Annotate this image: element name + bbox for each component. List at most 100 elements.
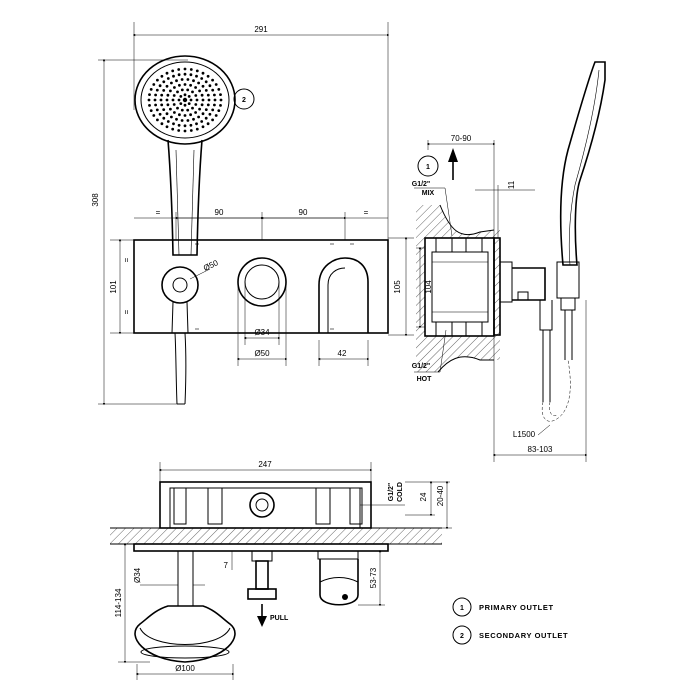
hand-shower xyxy=(134,55,236,405)
dim-handset-dia: Ø100 xyxy=(135,664,235,680)
dim-105: 105 xyxy=(393,280,402,294)
nozzle-dot xyxy=(183,129,187,133)
nozzle-dot xyxy=(204,80,208,84)
mixer-lever-top xyxy=(317,550,359,606)
nozzle-dot xyxy=(154,93,158,97)
nozzle-dot xyxy=(214,83,218,86)
nozzle-dot xyxy=(194,86,198,89)
nozzle-dot xyxy=(156,78,159,82)
svg-text:Ø34: Ø34 xyxy=(133,567,142,583)
nozzle-dot xyxy=(169,107,172,111)
dim-conn-depth: 24 20-40 xyxy=(405,480,452,530)
nozzle-dot xyxy=(183,72,187,76)
dim-34: Ø34 xyxy=(254,328,270,337)
dim-small-7: 7 xyxy=(224,551,233,570)
nozzle-dot xyxy=(189,83,193,87)
nozzle-dot xyxy=(148,104,151,107)
dim-overall-height: 308 xyxy=(91,58,188,406)
nozzle-dot xyxy=(162,116,166,120)
nozzle-dot xyxy=(217,109,221,112)
label-hot: G1/2" HOT xyxy=(412,329,447,383)
nozzle-dot xyxy=(189,73,193,77)
nozzle-dot xyxy=(194,103,198,106)
nozzle-dot xyxy=(180,78,184,81)
nozzle-dot xyxy=(162,89,166,92)
nozzle-dot xyxy=(170,81,173,85)
svg-text:1: 1 xyxy=(460,605,464,612)
svg-text:COLD: COLD xyxy=(397,482,404,502)
label-cold: G1/2" COLD xyxy=(360,482,405,506)
nozzle-dot xyxy=(165,98,169,102)
nozzle-dot xyxy=(189,129,193,132)
svg-text:=: = xyxy=(122,309,131,314)
nozzle-dot xyxy=(170,115,173,119)
dim-projection: 70-90 xyxy=(426,134,496,238)
dim-box-width: 247 xyxy=(158,460,373,485)
nozzle-dot xyxy=(208,84,212,88)
nozzle-dot xyxy=(197,81,201,85)
plate-marks xyxy=(195,243,354,330)
front-view: 291 308 90 90 = = xyxy=(91,22,414,406)
nozzle-dot xyxy=(176,106,179,110)
nozzle-dot xyxy=(208,112,212,116)
svg-text:=: = xyxy=(156,208,161,217)
nozzle-dot xyxy=(155,88,159,92)
nozzle-dot xyxy=(177,98,181,102)
legend-item-primary: 1 PRIMARY OUTLET xyxy=(452,597,553,617)
nozzle-dot xyxy=(186,78,190,81)
nozzle-dot xyxy=(213,103,216,107)
svg-text:G1/2": G1/2" xyxy=(412,363,431,370)
nozzle-dot xyxy=(201,112,205,116)
nozzle-dot xyxy=(160,103,164,107)
nozzle-dot xyxy=(158,112,162,116)
nozzle-dot xyxy=(183,93,187,97)
nozzle-dot xyxy=(166,77,170,80)
dim-101: 101 xyxy=(109,280,118,294)
nozzle-dot xyxy=(172,103,176,106)
nozzle-dot xyxy=(201,125,205,129)
nozzle-dot xyxy=(183,103,187,107)
nozzle-dot xyxy=(211,118,215,122)
nozzle-dot xyxy=(206,93,210,97)
dim-plate-left: 101 = = xyxy=(109,238,134,335)
nozzle-dot xyxy=(198,89,202,93)
diverter-knob: Ø34 Ø50 xyxy=(236,257,288,366)
pull-knob: PULL xyxy=(247,550,289,627)
nozzle-dot xyxy=(166,93,170,97)
dim-291: 291 xyxy=(254,25,268,34)
svg-text:=: = xyxy=(122,257,131,262)
nozzle-dot xyxy=(198,107,202,111)
dim-wall-offset: 11 xyxy=(475,180,535,238)
nozzle-dot xyxy=(219,104,222,107)
dim-spacing: 90 90 = = xyxy=(134,208,388,240)
nozzle-dot xyxy=(182,97,188,103)
dim-plate-right: 105 xyxy=(388,236,414,337)
dim-308: 308 xyxy=(91,193,100,207)
nozzle-dot xyxy=(195,69,199,73)
callout-secondary: 2 xyxy=(233,88,255,110)
nozzle-dot xyxy=(178,113,181,117)
nozzle-dot xyxy=(171,127,175,131)
nozzle-dot xyxy=(160,93,164,97)
svg-text:HOT: HOT xyxy=(417,376,433,383)
dim-pipe-dia: Ø34 xyxy=(133,567,205,586)
nozzle-dot xyxy=(173,86,176,89)
nozzle-dot xyxy=(195,98,199,102)
nozzle-dot xyxy=(192,79,195,83)
nozzle-dot xyxy=(201,84,205,88)
nozzle-dot xyxy=(162,80,166,84)
nozzle-dot xyxy=(179,102,183,105)
svg-text:2: 2 xyxy=(460,633,464,640)
nozzle-dot xyxy=(195,122,198,126)
nozzle-dot xyxy=(160,122,164,126)
nozzle-dot xyxy=(187,102,191,105)
legend: 1 PRIMARY OUTLET 2 SECONDARY OUTLET xyxy=(452,597,568,645)
pull-label: PULL xyxy=(270,615,289,622)
nozzle-dot xyxy=(200,77,204,80)
nozzle-dot xyxy=(180,119,184,122)
side-view: 1 70-90 11 G1/2" MIX xyxy=(412,61,606,462)
svg-text:G1/2": G1/2" xyxy=(412,181,431,188)
nozzle-dot xyxy=(149,88,153,91)
nozzle-dot xyxy=(153,98,157,102)
svg-text:11: 11 xyxy=(507,180,516,189)
